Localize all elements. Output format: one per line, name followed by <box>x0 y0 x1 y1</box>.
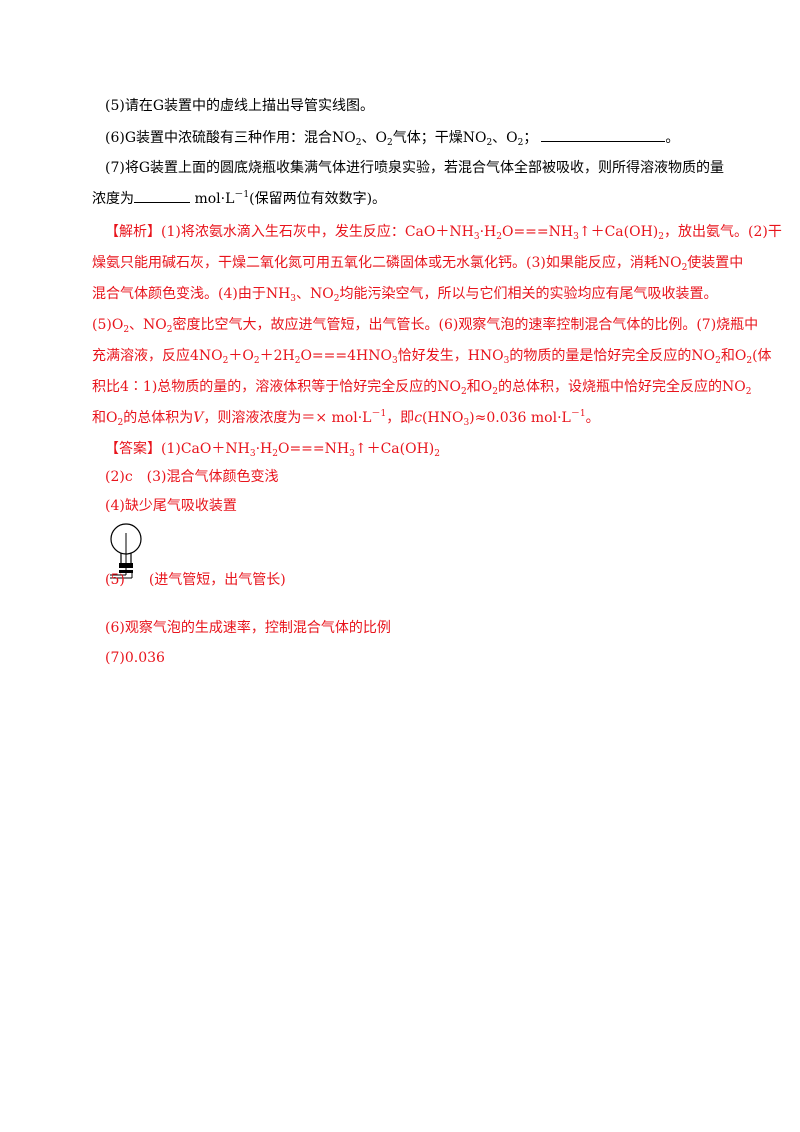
answer-label: 【答案】 <box>105 441 161 457</box>
answer-line-1: 【答案】(1)CaO＋NH3·H2O===NH3↑＋Ca(OH)2 <box>105 441 440 459</box>
analysis-line-2: 燥氨只能用碱石灰，干燥二氧化氮可用五氧化二磷固体或无水氯化钙。(3)如果能反应，… <box>92 255 744 273</box>
analysis-label: 【解析】 <box>105 224 161 240</box>
analysis-line-1: 【解析】(1)将浓氨水滴入生石灰中，发生反应：CaO＋NH3·H2O===NH3… <box>105 224 782 242</box>
analysis-line-3: 混合气体颜色变浅。(4)由于NH3、NO2均能污染空气，所以与它们相关的实验均应… <box>92 286 718 304</box>
question-5: (5)请在G装置中的虚线上描出导管实线图。 <box>105 98 375 114</box>
question-7-line2: 浓度为 mol·L－1(保留两位有效数字)。 <box>92 188 387 208</box>
answer-blank-7[interactable] <box>134 188 190 203</box>
answer-line-2: (2)c (3)混合气体颜色变浅 <box>105 469 279 485</box>
answer-line-3: (4)缺少尾气吸收装置 <box>105 498 237 514</box>
question-6: (6)G装置中浓硫酸有三种作用：混合NO2、O2气体；干燥NO2、O2；。 <box>105 127 679 148</box>
answer-line-5: (5)(进气管短，出气管长) <box>105 572 286 588</box>
analysis-line-5: 充满溶液，反应4NO2＋O2＋2H2O===4HNO3恰好发生，HNO3的物质的… <box>92 348 772 366</box>
analysis-line-6: 积比4∶1)总物质的量的，溶液体积等于恰好完全反应的NO2和O2的总体积，设烧瓶… <box>92 379 752 397</box>
answer-line-6: (6)观察气泡的生成速率，控制混合气体的比例 <box>105 620 391 636</box>
analysis-line-7: 和O2的总体积为V，则溶液浓度为＝× mol·L－1，即c(HNO3)≈0.03… <box>92 409 600 428</box>
answer-blank-6[interactable] <box>541 127 666 142</box>
analysis-line-4: (5)O2、NO2密度比空气大，故应进气管短，出气管长。(6)观察气泡的速率控制… <box>92 317 759 335</box>
question-7-line1: (7)将G装置上面的圆底烧瓶收集满气体进行喷泉实验，若混合气体全部被吸收，则所得… <box>105 160 725 176</box>
answer-line-7: (7)0.036 <box>105 650 165 666</box>
round-bottom-flask-figure <box>110 523 142 579</box>
